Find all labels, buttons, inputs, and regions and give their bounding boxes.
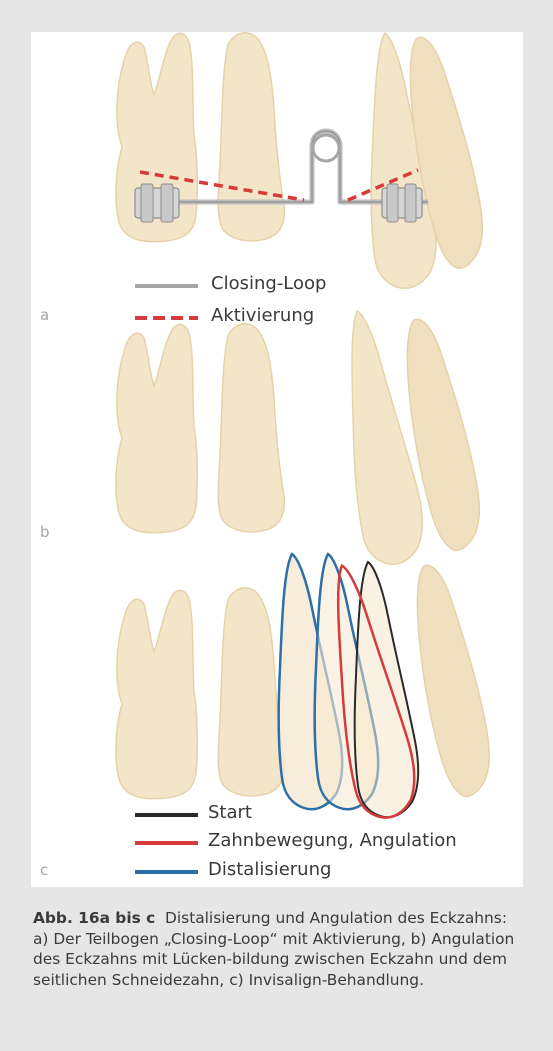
panel-a-premolar-1 [218,33,284,241]
legend-c-swatches [135,815,198,872]
panel-a-teeth [116,33,482,288]
legend-label-distalisierung: Distalisierung [208,859,331,880]
panel-b-teeth [116,307,479,566]
panel-c-premolar-2 [116,590,197,798]
bracket-right [382,184,422,222]
caption-label: Abb. 16a bis c [33,909,155,927]
bracket-left [135,184,179,222]
panel-b-premolar-2 [116,324,197,532]
panel-letter-b: b [40,523,50,541]
panel-letter-a: a [40,306,49,324]
figure-caption: Abb. 16a bis c Distalisierung und Angula… [33,908,523,990]
panel-b-premolar-1 [218,324,284,532]
outline-start [355,562,419,817]
tooth-illustration [0,0,553,900]
legend-a-swatches [135,286,198,318]
panel-c-premolar-1 [218,588,284,796]
legend-label-aktivierung: Aktivierung [211,305,314,326]
legend-label-start: Start [208,802,252,823]
panel-c-teeth [116,554,489,821]
panel-letter-c: c [40,861,48,879]
legend-label-closing-loop: Closing-Loop [211,273,326,294]
legend-label-angulation: Zahnbewegung, Angulation [208,830,457,851]
panel-c-lateral-incisor [417,565,489,796]
